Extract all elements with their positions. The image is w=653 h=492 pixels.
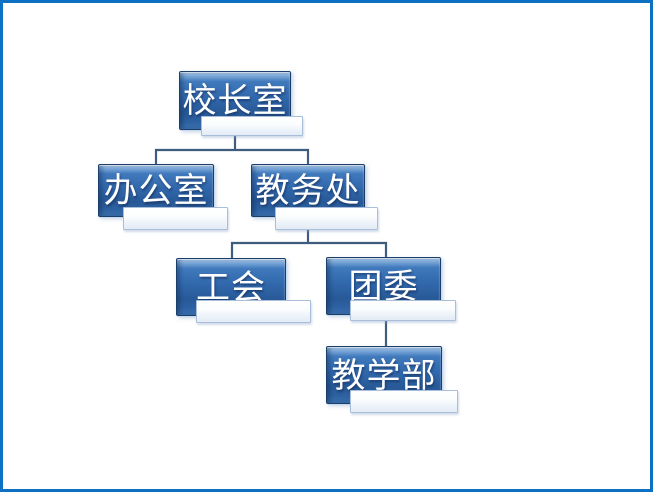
node-academic-affairs-label: 教务处 <box>255 173 361 210</box>
node-youth-league-shadow-box <box>350 300 456 321</box>
node-teaching-dept-shadow-box <box>350 390 458 413</box>
node-principal-office-shadow-box <box>201 116 303 136</box>
connector-academic-to-row3 <box>230 229 388 258</box>
node-teaching-dept-label: 教学部 <box>331 357 437 395</box>
node-principal-office-label: 校长室 <box>182 83 288 120</box>
node-general-office-label: 办公室 <box>103 173 209 210</box>
connector-lines <box>154 135 388 346</box>
node-academic-affairs-shadow-box <box>275 207 378 230</box>
node-labor-union-shadow-box <box>196 300 311 323</box>
node-general-office-shadow-box <box>123 207 228 230</box>
node-youth-league-label: 团委 <box>348 268 419 306</box>
connector-principal-to-row2 <box>154 135 310 164</box>
